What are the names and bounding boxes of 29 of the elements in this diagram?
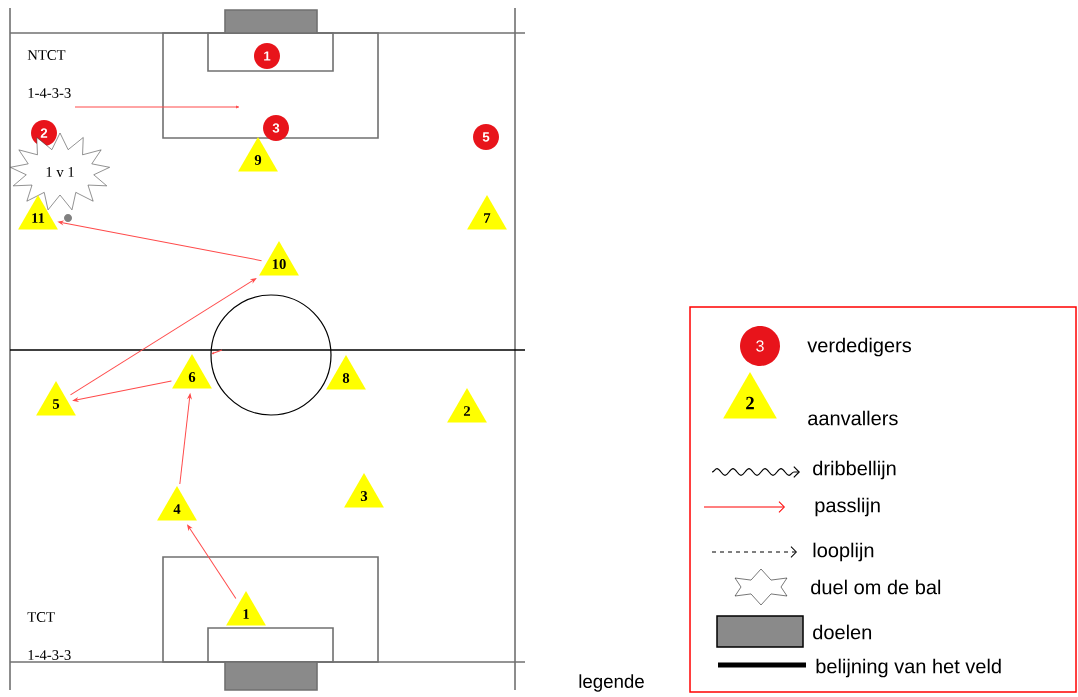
- attacker-triangle: 5: [36, 381, 76, 416]
- formation-label: TCT: [27, 612, 55, 622]
- legend-text: passlijn: [815, 497, 880, 517]
- pass-arrow: [187, 524, 237, 600]
- legend-text: belijning van het veld: [816, 658, 1001, 678]
- formation-label: 1-4-3-3: [28, 650, 71, 660]
- pass-arrow: [179, 393, 192, 485]
- attacker-triangle: 3: [344, 473, 384, 508]
- attacker-triangle: 8: [326, 355, 366, 390]
- legend-text: doelen: [813, 624, 871, 640]
- legend-text: looplijn: [813, 542, 874, 562]
- pass-arrow: [73, 380, 172, 402]
- attacker-triangle: 2: [447, 388, 487, 423]
- attacker-triangle: 10: [259, 241, 299, 276]
- attacker-triangle: 4: [157, 486, 197, 521]
- formation-label: NTCT: [27, 50, 66, 60]
- attacker-triangle: 11: [18, 195, 58, 230]
- formation-label: 1-4-3-3: [28, 88, 71, 98]
- attacker-triangle: 9: [238, 137, 278, 172]
- legend-text: dribbellijn: [813, 460, 896, 480]
- attacker-triangle: 7: [467, 195, 507, 230]
- legend-text: verdedigers: [807, 337, 911, 357]
- pass-arrow: [58, 220, 263, 262]
- attacker-triangle: 1: [226, 591, 266, 626]
- legend-title: legende: [579, 674, 644, 692]
- attacker-triangle: 6: [172, 354, 212, 389]
- legend-text: duel om de bal: [811, 579, 941, 595]
- pass-arrow: [70, 278, 257, 396]
- legend-text: aanvallers: [808, 410, 898, 426]
